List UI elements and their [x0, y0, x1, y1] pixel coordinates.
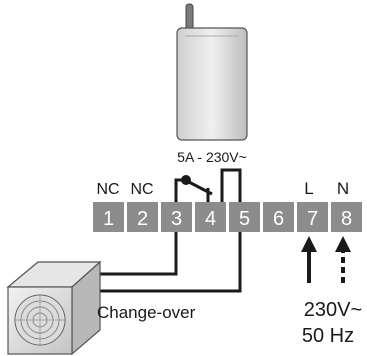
- terminal-2-label: NC: [130, 181, 153, 198]
- live-arrow: [301, 236, 317, 283]
- terminal-1-number: 1: [103, 208, 114, 230]
- terminal-2-number: 2: [137, 208, 148, 230]
- receiver-body: [176, 27, 248, 141]
- terminal-3: [161, 202, 192, 232]
- terminal-5: [229, 202, 260, 232]
- terminal-block: 1 2 3 4 5 6 7 8: [93, 202, 362, 232]
- terminal-5-number: 5: [239, 208, 250, 230]
- supply-voltage-label: 230V~: [304, 299, 362, 321]
- terminal-8-number: 8: [341, 208, 352, 230]
- terminal-4-number: 4: [205, 208, 216, 230]
- terminal-1: [93, 202, 124, 232]
- terminal-3-number: 3: [171, 208, 182, 230]
- neutral-arrow: [335, 236, 351, 283]
- terminal-8-label: N: [337, 179, 349, 198]
- receiver-device: [176, 3, 248, 141]
- terminal-4: [195, 202, 226, 232]
- terminal-7: [297, 202, 328, 232]
- terminal-2: [127, 202, 158, 232]
- rating-label: 5A - 230V~: [177, 149, 247, 165]
- terminal-7-label: L: [304, 179, 313, 198]
- relay-contact-symbol: [174, 168, 242, 202]
- terminal-6: [263, 202, 294, 232]
- change-over-wires: [85, 232, 242, 293]
- air-conditioner-unit: [6, 260, 102, 356]
- terminal-7-number: 7: [307, 208, 318, 230]
- terminal-6-number: 6: [273, 208, 284, 230]
- change-over-label: Change-over: [97, 303, 196, 322]
- terminal-1-label: NC: [96, 181, 119, 198]
- supply-frequency-label: 50 Hz: [302, 325, 354, 347]
- terminal-8: [331, 202, 362, 232]
